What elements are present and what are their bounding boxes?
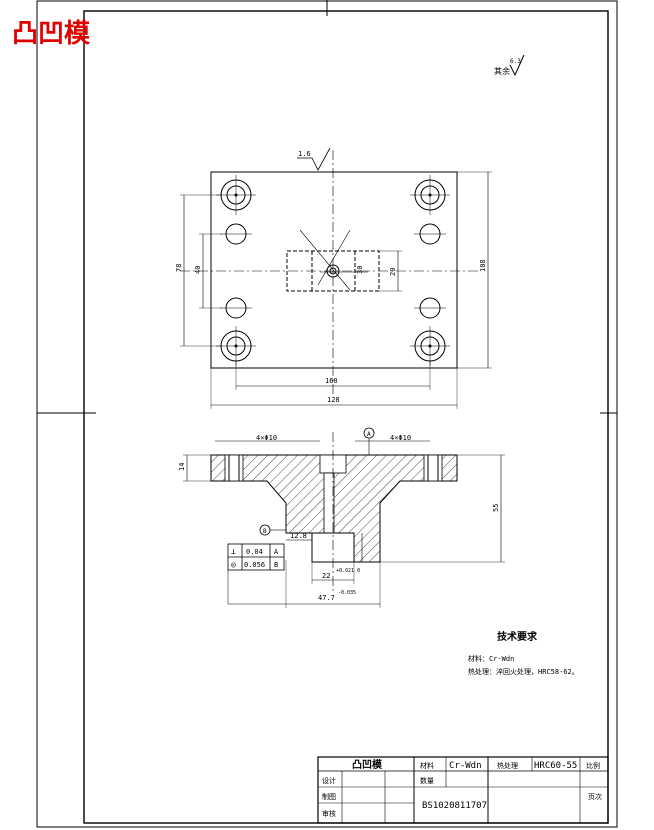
svg-text:材料：Cr-Wdn: 材料：Cr-Wdn bbox=[468, 654, 514, 663]
inner-border bbox=[83, 10, 609, 824]
svg-text:0.056: 0.056 bbox=[244, 561, 265, 569]
section-view bbox=[183, 427, 505, 608]
svg-text:页次: 页次 bbox=[588, 792, 602, 801]
svg-text:Cr-Wdn: Cr-Wdn bbox=[449, 761, 482, 771]
gdt-symbol-perpendicular: ⊥ bbox=[231, 547, 236, 556]
corner-title: 凸凹模 bbox=[12, 19, 91, 49]
svg-text:30: 30 bbox=[356, 266, 364, 274]
svg-text:审核: 审核 bbox=[322, 809, 336, 818]
plan-view bbox=[180, 147, 492, 409]
svg-text:47.7: 47.7 bbox=[318, 594, 335, 602]
svg-text:0.04: 0.04 bbox=[246, 548, 263, 556]
svg-text:制图: 制图 bbox=[322, 792, 336, 801]
svg-text:-0.035: -0.035 bbox=[338, 590, 356, 596]
svg-text:比例: 比例 bbox=[586, 761, 600, 770]
svg-text:20: 20 bbox=[389, 268, 397, 276]
section-labels: 4×Φ10 4×Φ10 A B 14 55 12.8 22 +0.021 0 4… bbox=[178, 431, 500, 602]
svg-text:A: A bbox=[274, 548, 279, 556]
part-name: 凸凹模 bbox=[352, 758, 383, 771]
svg-text:+0.021 0: +0.021 0 bbox=[336, 568, 360, 574]
svg-text:55: 55 bbox=[492, 504, 500, 512]
drawing-code: BS1020811707 bbox=[422, 801, 487, 811]
svg-text:B: B bbox=[274, 561, 278, 569]
svg-text:108: 108 bbox=[479, 259, 487, 272]
gdt-frame: ⊥ 0.04 A ◎ 0.056 B bbox=[231, 547, 279, 569]
svg-text:材料: 材料 bbox=[420, 761, 434, 770]
svg-text:HRC60-55: HRC60-55 bbox=[534, 761, 577, 771]
title-block bbox=[317, 756, 609, 824]
svg-text:12.8: 12.8 bbox=[290, 532, 307, 540]
svg-text:40: 40 bbox=[194, 266, 202, 274]
svg-text:B: B bbox=[263, 528, 267, 535]
svg-text:4×Φ10: 4×Φ10 bbox=[390, 434, 411, 442]
gdt-symbol-concentricity: ◎ bbox=[231, 560, 236, 569]
surface-finish-note: 其余 6.3 bbox=[494, 54, 525, 77]
outer-border bbox=[36, 0, 618, 828]
svg-text:6.3: 6.3 bbox=[510, 58, 521, 65]
svg-text:160: 160 bbox=[325, 377, 338, 385]
title-block-text: 凸凹模 材料 Cr-Wdn 热处理 HRC60-55 比例 设计 制图 审核 数… bbox=[322, 758, 602, 818]
svg-text:其余: 其余 bbox=[494, 66, 510, 76]
svg-text:热处理: 热处理 bbox=[497, 761, 518, 770]
svg-text:设计: 设计 bbox=[322, 776, 336, 785]
svg-text:4×Φ10: 4×Φ10 bbox=[256, 434, 277, 442]
svg-text:128: 128 bbox=[327, 396, 340, 404]
svg-text:78: 78 bbox=[175, 264, 183, 272]
svg-text:1.6: 1.6 bbox=[298, 150, 311, 158]
plan-dimension-labels: 1.6 160 128 78 40 108 20 30 bbox=[175, 150, 487, 404]
svg-text:14: 14 bbox=[178, 463, 186, 471]
svg-text:22: 22 bbox=[322, 572, 330, 580]
svg-text:A: A bbox=[367, 431, 371, 438]
svg-text:热处理：淬回火处理，HRC58-62。: 热处理：淬回火处理，HRC58-62。 bbox=[468, 667, 579, 676]
svg-text:数量: 数量 bbox=[420, 776, 434, 785]
svg-text:技术要求: 技术要求 bbox=[497, 630, 538, 643]
tech-requirements: 技术要求 材料：Cr-Wdn 热处理：淬回火处理，HRC58-62。 bbox=[468, 630, 579, 676]
